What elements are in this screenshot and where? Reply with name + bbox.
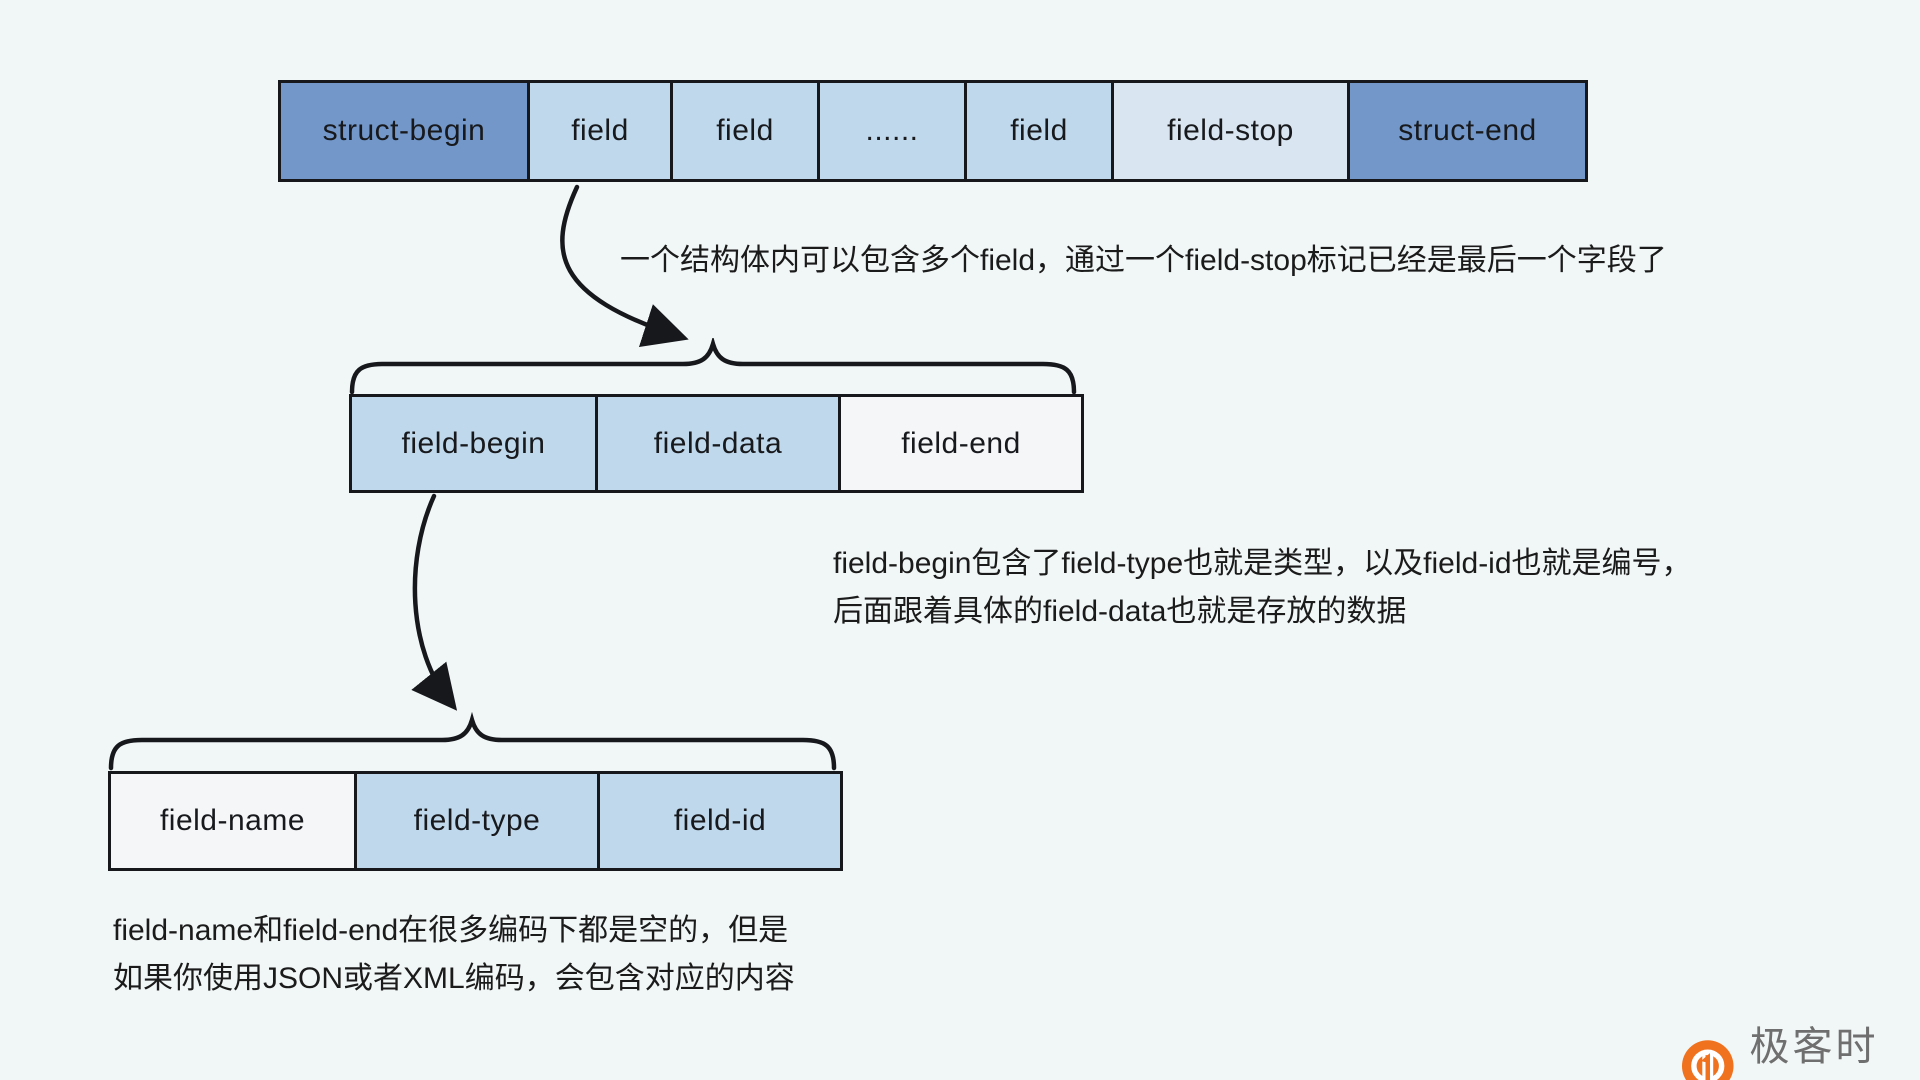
- geektime-logo: 极客时间: [1680, 1014, 1920, 1080]
- struct-note: 一个结构体内可以包含多个field，通过一个field-stop标记已经是最后一…: [620, 244, 1667, 277]
- geektime-pin-icon: [1681, 1040, 1734, 1080]
- cell-field-1: field: [527, 83, 670, 179]
- field-note: field-begin包含了field-type也就是类型，以及field-id…: [833, 540, 1692, 636]
- cell-struct-begin: struct-begin: [281, 83, 527, 179]
- field-note-line2: 后面跟着具体的field-data也就是存放的数据: [833, 595, 1407, 628]
- field-structure-row: field-begin field-data field-end: [349, 394, 1084, 493]
- logo-needle-flag: [1700, 1053, 1710, 1064]
- name-note-line2: 如果你使用JSON或者XML编码，会包含对应的内容: [113, 962, 795, 995]
- brace-path: [108, 712, 837, 771]
- cell-field-begin: field-begin: [352, 397, 595, 490]
- cell-field-name: field-name: [111, 774, 354, 868]
- cell-field-end: field-end: [838, 397, 1081, 490]
- cell-field-data: field-data: [595, 397, 838, 490]
- cell-field-id: field-id: [597, 774, 840, 868]
- field-note-line1: field-begin包含了field-type也就是类型，以及field-id…: [833, 547, 1692, 580]
- geektime-logo-text: 极客时间: [1749, 1025, 1879, 1069]
- cell-field-2: field: [670, 83, 817, 179]
- brace-field-begin-row: [108, 712, 837, 771]
- brace-path: [349, 338, 1077, 395]
- brace-field-row: [349, 338, 1077, 395]
- cell-field-stop: field-stop: [1111, 83, 1347, 179]
- field-begin-structure-row: field-name field-type field-id: [108, 771, 843, 871]
- cell-field-type: field-type: [354, 774, 597, 868]
- name-note-line1: field-name和field-end在很多编码下都是空的，但是: [113, 914, 789, 947]
- cell-field-3: field: [964, 83, 1111, 179]
- cell-ellipsis: ......: [817, 83, 964, 179]
- struct-encoding-row: struct-begin field field ...... field fi…: [278, 80, 1588, 182]
- name-note: field-name和field-end在很多编码下都是空的，但是 如果你使用J…: [113, 907, 795, 1003]
- arrow-fieldbegin-to-begin-structure: [411, 493, 458, 711]
- cell-struct-end: struct-end: [1347, 83, 1585, 179]
